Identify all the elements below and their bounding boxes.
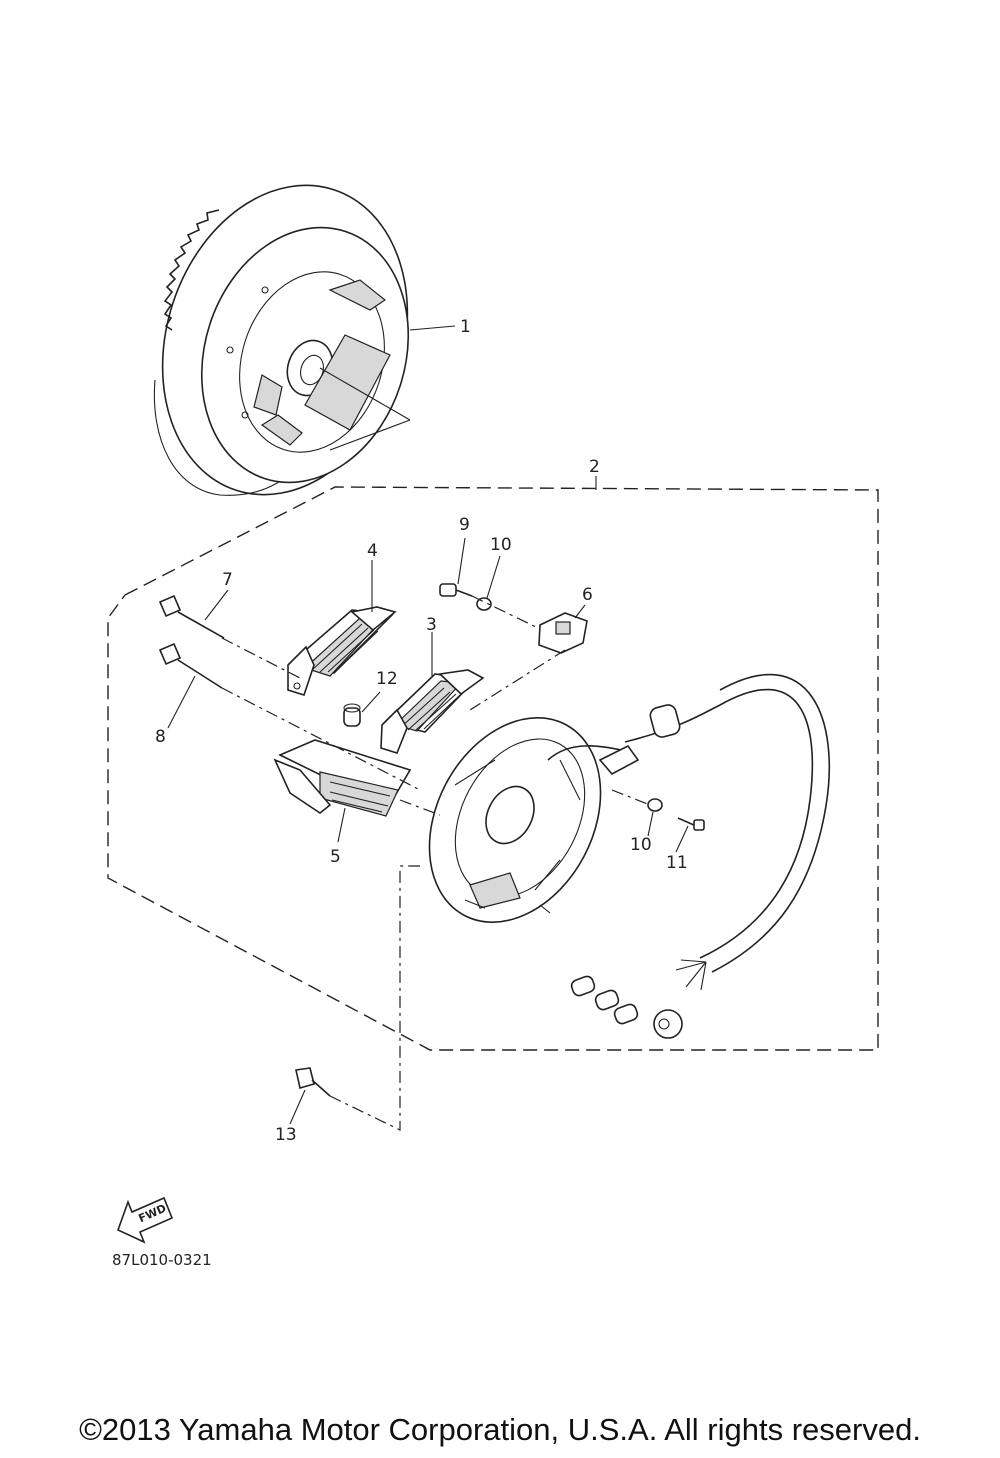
bolt-8 <box>158 642 223 729</box>
charge-coil <box>380 632 485 754</box>
stator-base-plate <box>428 717 640 923</box>
pickup-coil-upper <box>287 560 397 696</box>
spacer-collar <box>343 691 381 727</box>
flywheel-rotor <box>153 184 456 496</box>
callout-1: 1 <box>460 317 471 337</box>
wire-clamp <box>538 604 588 654</box>
stator-assembly-boundary <box>107 476 879 1051</box>
washer-10-lower <box>647 798 663 837</box>
callout-2: 2 <box>589 457 600 477</box>
callout-3: 3 <box>426 615 437 635</box>
callout-13: 13 <box>275 1125 297 1145</box>
callout-8: 8 <box>155 727 166 747</box>
screw-11 <box>675 817 705 853</box>
callout-11: 11 <box>666 853 688 873</box>
screw-13 <box>289 1067 331 1125</box>
callout-10-lower: 10 <box>630 835 652 855</box>
callout-5: 5 <box>330 847 341 867</box>
alignment-lines <box>221 595 651 1131</box>
screw-9 <box>439 537 473 597</box>
diagram-code: 87L010-0321 <box>112 1251 212 1269</box>
callout-12: 12 <box>376 669 398 689</box>
washer-10-upper <box>476 555 501 611</box>
forward-direction-arrow: FWD <box>117 1196 174 1244</box>
copyright-notice: ©2013 Yamaha Motor Corporation, U.S.A. A… <box>79 1412 921 1447</box>
wire-harness <box>570 673 831 1039</box>
bolt-7 <box>158 589 229 639</box>
callout-7: 7 <box>222 570 233 590</box>
callout-9: 9 <box>459 515 470 535</box>
callout-labels: 1 2 3 4 5 6 7 8 9 10 10 11 12 13 <box>155 317 688 1145</box>
callout-6: 6 <box>582 585 593 605</box>
callout-4: 4 <box>367 541 378 561</box>
callout-10-upper: 10 <box>490 535 512 555</box>
lighting-coil <box>273 739 412 843</box>
